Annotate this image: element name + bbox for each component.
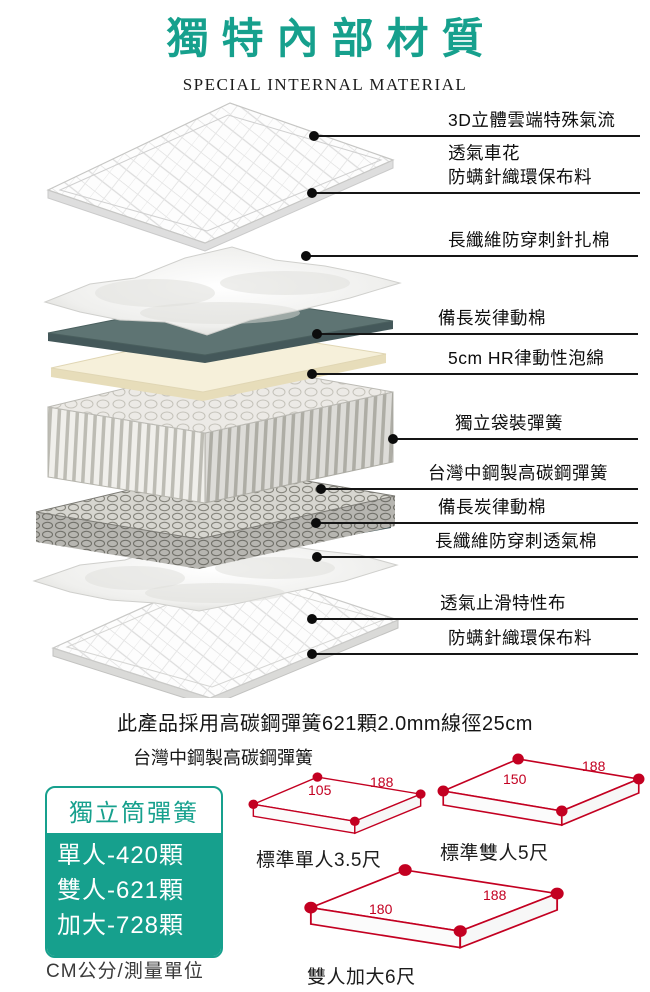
callout-label: 防螨針織環保布料: [448, 167, 592, 187]
callout-csc-steel-springs: 台灣中鋼製高碳鋼彈簧: [316, 463, 638, 494]
callout-label: 透氣止滑特性布: [440, 593, 566, 613]
callout-label: 備長炭律動棉: [438, 308, 546, 328]
size-caption: 標準雙人5尺: [440, 843, 549, 864]
mattress-box-wireframe: [248, 772, 426, 835]
page-title: 獨特內部材質: [166, 17, 497, 63]
mattress-box-wireframe: [437, 753, 645, 827]
callout-label-line2: 透氣車花: [448, 143, 520, 163]
page-subtitle: SPECIAL INTERNAL MATERIAL: [182, 75, 468, 94]
mattress-box-wireframe: [304, 864, 564, 949]
callout-dot: [307, 649, 317, 659]
callout-dot: [307, 188, 317, 198]
callout-label: 5cm HR律動性泡綿: [448, 348, 605, 368]
callout-label: 備長炭律動棉: [438, 497, 546, 517]
spring-count-double: 雙人-621顆: [57, 877, 185, 904]
size-diagram-double: 150 188 標準雙人5尺: [437, 753, 647, 865]
size-diagram-queen: 180 188 雙人加大6尺: [303, 863, 565, 989]
callout-charcoal-cotton-top: 備長炭律動棉: [312, 308, 638, 339]
callout-label: 防螨針織環保布料: [448, 628, 592, 648]
callout-label: 長纖維防穿刺針扎棉: [448, 230, 610, 250]
callout-dot: [301, 251, 311, 261]
measurement-unit-note: CM公分/測量單位: [46, 961, 204, 982]
callout-dot: [307, 614, 317, 624]
dimension-width-label: 150: [503, 771, 527, 787]
spring-count-single: 單人-420顆: [57, 842, 185, 869]
spring-spec-line: 此產品採用高碳鋼彈簧621顆2.0mm線徑25cm: [117, 713, 533, 735]
callout-needle-punched-cotton: 長纖維防穿刺針扎棉: [301, 230, 638, 261]
size-diagram-single: 105 188 標準單人3.5尺: [248, 772, 428, 872]
size-caption: 雙人加大6尺: [307, 967, 416, 988]
callout-antimite-fabric-top: 防螨針織環保布料: [307, 167, 640, 198]
callout-breathable-cotton: 長纖維防穿刺透氣棉: [312, 531, 638, 562]
spring-source-label: 台灣中鋼製高碳鋼彈簧: [133, 748, 313, 768]
callout-label: 3D立體雲端特殊氣流: [448, 110, 616, 130]
callout-pocket-springs: 獨立袋裝彈簧: [388, 413, 638, 444]
spring-count-queen: 加大-728顆: [57, 912, 185, 939]
callout-label: 長纖維防穿刺透氣棉: [435, 531, 597, 551]
dimension-length-label: 188: [370, 774, 394, 790]
spring-box-title: 獨立筒彈簧: [69, 800, 199, 827]
dimension-width-label: 180: [369, 901, 393, 917]
spring-count-box: 獨立筒彈簧 單人-420顆 雙人-621顆 加大-728顆: [45, 786, 223, 958]
callout-label: 台灣中鋼製高碳鋼彈簧: [428, 463, 608, 483]
callout-dot: [312, 329, 322, 339]
callout-label: 獨立袋裝彈簧: [455, 413, 563, 433]
callout-hr-foam: 5cm HR律動性泡綿: [307, 348, 638, 379]
layer-top-fluffy-cotton: [43, 246, 402, 336]
callout-dot: [312, 552, 322, 562]
size-caption: 標準單人3.5尺: [256, 850, 382, 871]
callout-charcoal-cotton-bottom: 備長炭律動棉: [311, 497, 638, 528]
callout-dot: [309, 131, 319, 141]
callout-dot: [388, 434, 398, 444]
mattress-exploded-illustration: [32, 102, 402, 698]
dimension-width-label: 105: [308, 782, 332, 798]
callout-dot: [311, 518, 321, 528]
callout-antislip-fabric: 透氣止滑特性布: [307, 593, 638, 624]
dimension-length-label: 188: [582, 758, 606, 774]
callout-antimite-fabric-bottom: 防螨針織環保布料: [307, 628, 638, 659]
callout-dot: [316, 484, 326, 494]
callout-dot: [307, 369, 317, 379]
callout-3d-airflow: 3D立體雲端特殊氣流: [309, 110, 640, 141]
layer-top-quilt-cover: [46, 102, 395, 252]
spring-box-body: 單人-420顆 雙人-621顆 加大-728顆: [47, 833, 221, 956]
dimension-length-label: 188: [483, 887, 507, 903]
